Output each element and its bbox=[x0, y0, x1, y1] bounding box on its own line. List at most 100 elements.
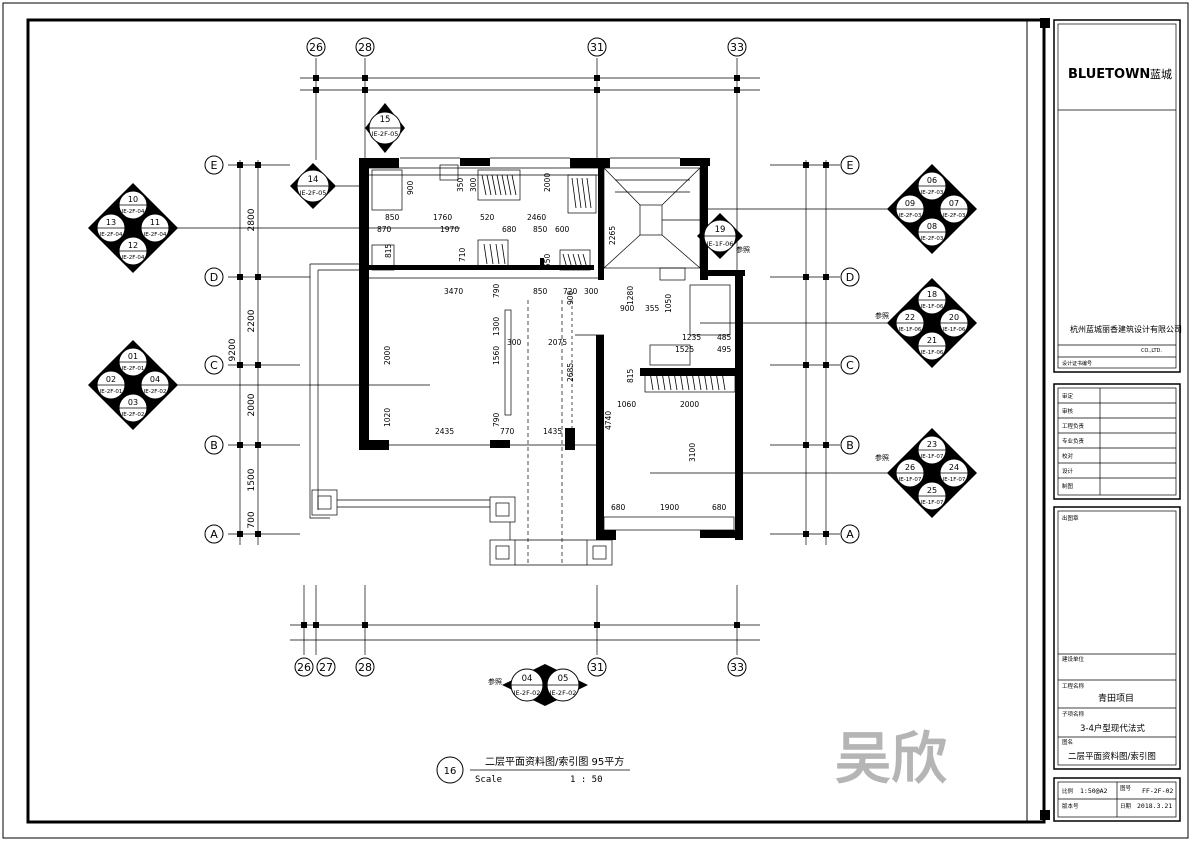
dim-b-a: 1500 bbox=[247, 468, 257, 491]
plan-linework bbox=[309, 157, 736, 566]
index-ref: IE-1F-07 bbox=[921, 454, 944, 460]
brand-logo-cn: 蓝城 bbox=[1150, 68, 1172, 81]
dim-d-c: 2200 bbox=[247, 309, 257, 332]
index-marker-pair-04-05: 04 IE-2F-02 05 IE-2F-02 bbox=[502, 664, 588, 706]
index-id: 22 bbox=[905, 313, 915, 322]
index-marker-id: 15 bbox=[380, 115, 391, 125]
dim-a-end: 700 bbox=[247, 511, 257, 528]
index-ref: IE-1F-07 bbox=[921, 500, 944, 506]
client-label: 建设单位 bbox=[1062, 655, 1085, 663]
grid-col-bottom-26: 26 bbox=[297, 661, 311, 674]
grid-row-d-right: D bbox=[846, 271, 854, 284]
index-marker-ref: IE-2F-02 bbox=[514, 689, 541, 697]
grid-col-26: 26 bbox=[309, 41, 323, 54]
dim-text: 300 bbox=[507, 338, 522, 347]
ref-label: 参照 bbox=[736, 245, 750, 254]
index-id: 02 bbox=[106, 375, 116, 384]
index-ref: IE-2F-02 bbox=[144, 389, 167, 395]
dim-text: 680 bbox=[502, 225, 517, 234]
grid-lines bbox=[228, 58, 840, 655]
watermark: 吴欣 bbox=[835, 727, 947, 792]
index-id: 04 bbox=[150, 375, 160, 384]
index-group-23-26: 23 IE-1F-07 26 IE-1F-07 24 IE-1F-07 25 I… bbox=[887, 428, 977, 518]
index-id: 26 bbox=[905, 463, 915, 472]
dim-text: 600 bbox=[555, 225, 570, 234]
ref-label: 参照 bbox=[488, 677, 502, 686]
dim-text: 2075 bbox=[548, 338, 567, 347]
cert-label: 设计证书编号 bbox=[1062, 360, 1092, 367]
ratio-label: 比例 bbox=[1062, 787, 1074, 795]
index-marker-14: 14 IE-2F-05 bbox=[290, 163, 360, 209]
dim-text: 300 bbox=[469, 177, 478, 192]
dim-text: 550 bbox=[543, 253, 552, 268]
dim-text: 2000 bbox=[383, 346, 392, 365]
index-ref: IE-2F-04 bbox=[122, 255, 145, 261]
grid-row-bubbles bbox=[204, 155, 860, 544]
dim-text: 300 bbox=[584, 287, 599, 296]
index-id: 13 bbox=[106, 218, 116, 227]
dim-text: 1900 bbox=[660, 503, 679, 512]
dim-text: 815 bbox=[384, 243, 393, 258]
index-id: 12 bbox=[128, 241, 138, 250]
index-id: 06 bbox=[927, 176, 937, 185]
index-marker-ref: IE-2F-02 bbox=[550, 689, 577, 697]
ref-label: 参照 bbox=[875, 453, 889, 462]
dim-text: 850 bbox=[385, 213, 400, 222]
index-marker-ref: IE-1F-06 bbox=[707, 240, 734, 248]
version-label: 版本号 bbox=[1062, 802, 1079, 810]
grid-row-c-left: C bbox=[210, 359, 218, 372]
leader-lines bbox=[177, 208, 890, 474]
index-ref: IE-1F-07 bbox=[943, 477, 966, 483]
dim-text: 2000 bbox=[680, 400, 699, 409]
dim-text: 850 bbox=[533, 287, 548, 296]
index-marker-19: 19 IE-1F-06 bbox=[697, 213, 743, 259]
sign-row-label: 审核 bbox=[1062, 407, 1074, 415]
grid-col-bottom-31: 31 bbox=[590, 661, 604, 674]
dim-text: 350 bbox=[456, 177, 465, 192]
index-ref: IE-2F-03 bbox=[943, 213, 966, 219]
index-ref: IE-1F-06 bbox=[921, 304, 944, 310]
drawing-name: 二层平面资料图/索引图 bbox=[1068, 751, 1156, 762]
dim-total-left: 9200 bbox=[228, 338, 238, 361]
dim-text: 3100 bbox=[688, 443, 697, 462]
sign-row-label: 校对 bbox=[1062, 452, 1074, 460]
dim-text: 1235 bbox=[682, 333, 701, 342]
date-label: 日期 bbox=[1120, 803, 1132, 810]
project-label: 工程名称 bbox=[1062, 682, 1085, 690]
company-name-en: CO.,LTD. bbox=[1141, 348, 1162, 354]
dim-c-b: 2000 bbox=[247, 393, 257, 416]
dim-text: 1435 bbox=[543, 427, 562, 436]
grid-col-31: 31 bbox=[590, 41, 604, 54]
title-block: BLUETOWN 蓝城 杭州蓝城丽香建筑设计有限公司 CO.,LTD. 设计证书… bbox=[1053, 19, 1182, 822]
drawing-number: 16 bbox=[444, 766, 457, 777]
dim-text: 710 bbox=[458, 247, 467, 262]
dim-text: 2460 bbox=[527, 213, 546, 222]
sheet-value: FF-2F-02 bbox=[1142, 787, 1173, 795]
grid-ticks bbox=[237, 75, 829, 628]
project-name: 青田项目 bbox=[1098, 692, 1134, 704]
dim-text: 2265 bbox=[608, 226, 617, 245]
index-ref: IE-2F-03 bbox=[921, 236, 944, 242]
grid-col-33: 33 bbox=[730, 41, 744, 54]
index-ref: IE-1F-07 bbox=[899, 477, 922, 483]
index-ref: IE-2F-02 bbox=[122, 412, 145, 418]
ref-label: 参照 bbox=[875, 311, 889, 320]
sign-row-label: 审定 bbox=[1062, 392, 1074, 400]
index-id: 24 bbox=[949, 463, 959, 472]
dim-text: 900 bbox=[406, 180, 415, 195]
item-name: 3-4户型现代法式 bbox=[1080, 723, 1145, 734]
grid-row-c-right: C bbox=[846, 359, 854, 372]
grid-row-d-left: D bbox=[210, 271, 218, 284]
grid-col-28: 28 bbox=[358, 41, 372, 54]
index-ref: IE-1F-06 bbox=[899, 327, 922, 333]
brand-logo-en: BLUETOWN bbox=[1068, 67, 1150, 82]
index-ref: IE-2F-03 bbox=[899, 213, 922, 219]
dim-text: 1020 bbox=[383, 408, 392, 427]
dim-text: 770 bbox=[500, 427, 515, 436]
walls bbox=[359, 158, 745, 540]
grid-row-e-right: E bbox=[847, 159, 854, 172]
stamp-label: 出图章 bbox=[1062, 514, 1079, 522]
grid-row-e-left: E bbox=[211, 159, 218, 172]
